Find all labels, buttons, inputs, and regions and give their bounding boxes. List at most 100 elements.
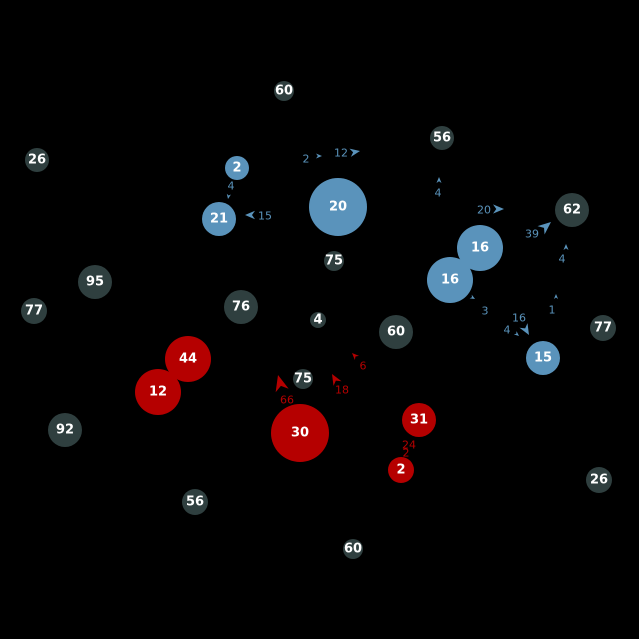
node-label: 2 xyxy=(232,161,241,176)
node-circle xyxy=(402,403,436,437)
node-circle xyxy=(78,265,112,299)
node-circle xyxy=(271,404,329,462)
edge-label: 20 xyxy=(477,204,491,217)
graph-node[interactable]: 30 xyxy=(271,404,329,462)
node-label: 26 xyxy=(590,473,608,488)
edge-arrowhead xyxy=(436,177,442,183)
node-circle xyxy=(555,193,589,227)
node-label: 56 xyxy=(433,131,451,146)
node-label: 60 xyxy=(387,325,405,340)
graph-node[interactable]: 20 xyxy=(309,178,367,236)
node-circle xyxy=(165,336,211,382)
node-circle xyxy=(293,369,313,389)
graph-node[interactable]: 12 xyxy=(135,369,181,415)
node-label: 12 xyxy=(149,385,167,400)
node-label: 20 xyxy=(329,200,347,215)
node-label: 76 xyxy=(232,300,250,315)
edge-arrowhead xyxy=(349,148,360,157)
node-label: 77 xyxy=(594,321,612,336)
edge-arrowhead xyxy=(563,244,569,250)
node-label: 95 xyxy=(86,275,104,290)
node-label: 75 xyxy=(294,372,312,387)
node-circle xyxy=(457,225,503,271)
edge-label: 15 xyxy=(258,210,272,223)
graph-node[interactable]: 26 xyxy=(25,148,49,172)
node-circle xyxy=(586,467,612,493)
graph-node[interactable]: 77 xyxy=(590,315,616,341)
edge-arrowhead xyxy=(275,375,289,393)
edge-arrowhead xyxy=(245,210,255,220)
node-label: 56 xyxy=(186,495,204,510)
edge-arrowhead xyxy=(316,153,322,159)
edge-label: 3 xyxy=(482,305,489,318)
graph-node[interactable]: 2 xyxy=(388,457,414,483)
edge-label: 24 xyxy=(402,439,416,452)
graph-node[interactable]: 60 xyxy=(274,81,294,101)
graph-node[interactable]: 92 xyxy=(48,413,82,447)
graph-node[interactable]: 56 xyxy=(430,126,454,150)
node-circle xyxy=(48,413,82,447)
graph-node[interactable]: 26 xyxy=(586,467,612,493)
edge-label: 2 xyxy=(403,447,410,460)
node-circle xyxy=(430,126,454,150)
edge-label: 12 xyxy=(334,147,348,160)
edge-arrowhead xyxy=(352,353,360,361)
node-label: 16 xyxy=(441,273,459,288)
node-label: 77 xyxy=(25,304,43,319)
edge-label: 2 xyxy=(303,153,310,166)
node-label: 75 xyxy=(325,254,343,269)
edge-label: 4 xyxy=(435,187,442,200)
edge-label: 4 xyxy=(504,324,511,337)
graph-node[interactable]: 76 xyxy=(224,290,258,324)
graph-node[interactable]: 62 xyxy=(555,193,589,227)
graph-node[interactable]: 16 xyxy=(457,225,503,271)
graph-node[interactable]: 60 xyxy=(379,315,413,349)
graph-node[interactable]: 75 xyxy=(324,251,344,271)
node-circle xyxy=(25,148,49,172)
node-label: 15 xyxy=(534,351,552,366)
edge-arrowhead xyxy=(513,331,519,336)
edge-label: 18 xyxy=(335,384,349,397)
node-circle xyxy=(310,312,326,328)
node-label: 26 xyxy=(28,153,46,168)
node-label: 21 xyxy=(210,212,228,227)
graph-node[interactable]: 4 xyxy=(310,312,326,328)
graph-node[interactable]: 95 xyxy=(78,265,112,299)
graph-node[interactable]: 75 xyxy=(293,369,313,389)
edge-arrowhead xyxy=(493,204,504,214)
edge-label: 1 xyxy=(549,304,556,317)
edge-label: 4 xyxy=(228,180,235,193)
node-circle xyxy=(427,257,473,303)
edge-label: 16 xyxy=(512,312,526,325)
node-label: 60 xyxy=(344,542,362,557)
edge-arrowhead xyxy=(553,294,559,299)
node-circle xyxy=(324,251,344,271)
graph-node[interactable]: 2 xyxy=(225,156,249,180)
node-label: 62 xyxy=(563,203,581,218)
node-label: 2 xyxy=(396,463,405,478)
graph-node[interactable]: 77 xyxy=(21,298,47,324)
edge-arrowhead xyxy=(519,323,529,335)
node-label: 4 xyxy=(313,313,322,328)
graph-node[interactable]: 15 xyxy=(526,341,560,375)
node-circle xyxy=(309,178,367,236)
graph-node[interactable]: 44 xyxy=(165,336,211,382)
edge-arrowhead xyxy=(332,374,342,386)
graph-node[interactable]: 16 xyxy=(427,257,473,303)
node-circle xyxy=(224,290,258,324)
graph-node[interactable]: 21 xyxy=(202,202,236,236)
node-circle xyxy=(526,341,560,375)
node-circle xyxy=(135,369,181,415)
node-label: 60 xyxy=(275,84,293,99)
edge-arrowhead xyxy=(469,294,475,299)
edge-arrowhead xyxy=(226,193,231,199)
edge-arrows xyxy=(226,148,569,433)
node-label: 44 xyxy=(179,352,197,367)
edge-label: 39 xyxy=(525,228,539,241)
graph-node[interactable]: 60 xyxy=(343,539,363,559)
graph-node[interactable]: 56 xyxy=(182,489,208,515)
graph-node[interactable]: 31 xyxy=(402,403,436,437)
